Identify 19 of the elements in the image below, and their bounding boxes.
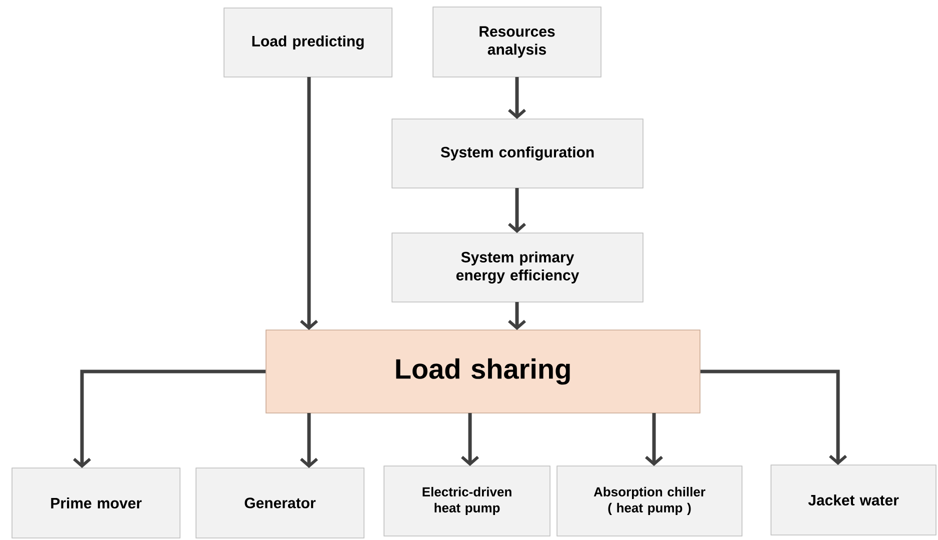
process-box: Jacket water xyxy=(770,464,936,536)
arrow xyxy=(461,413,479,466)
process-box: Electric-driven heat pump xyxy=(384,466,550,536)
process-box: Absorption chiller ( heat pump ) xyxy=(556,466,742,536)
process-box: System configuration xyxy=(392,118,644,188)
process-box: Generator xyxy=(196,468,364,538)
arrow xyxy=(700,370,847,465)
arrow xyxy=(300,77,318,330)
arrow xyxy=(508,302,526,330)
arrow xyxy=(645,413,663,466)
arrow xyxy=(300,413,318,468)
arrow xyxy=(73,370,266,468)
process-box: Prime mover xyxy=(12,468,180,538)
process-box: System primary energy efficiency xyxy=(392,232,644,302)
process-box: Load predicting xyxy=(224,8,392,78)
arrow xyxy=(508,188,526,233)
main-process-box: Load sharing xyxy=(266,330,700,414)
process-box: Resources analysis xyxy=(432,6,602,78)
arrow xyxy=(508,77,526,119)
